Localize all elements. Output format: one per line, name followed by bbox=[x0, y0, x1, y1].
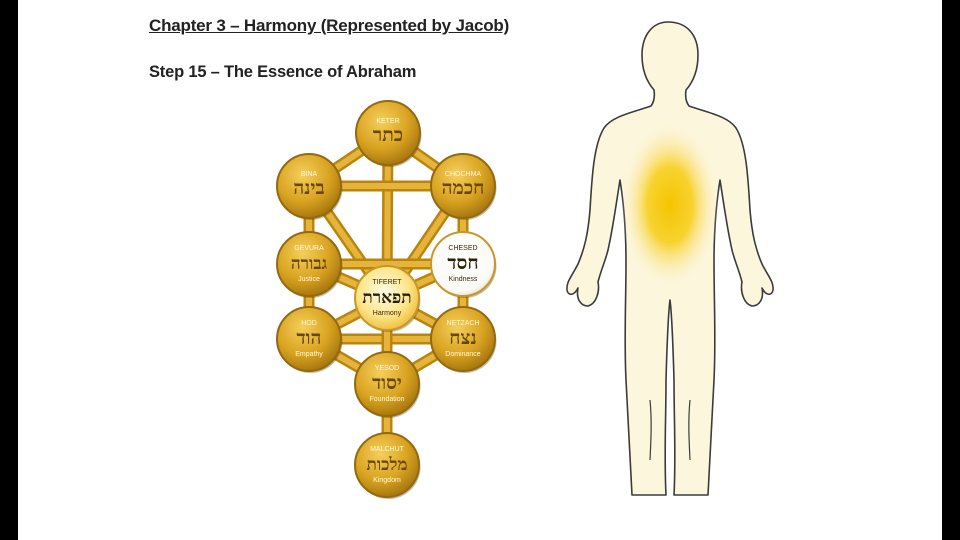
sefira-name: NETZACH bbox=[446, 320, 479, 327]
sefira-name: MALCHUT bbox=[370, 446, 405, 453]
sefira-circle bbox=[355, 100, 421, 166]
sefira-meaning: Kindness bbox=[449, 276, 478, 283]
chapter-title: Chapter 3 – Harmony (Represented by Jaco… bbox=[149, 16, 510, 35]
sefira-circle bbox=[276, 231, 342, 297]
slide: Chapter 3 – Harmony (Represented by Jaco… bbox=[18, 0, 942, 540]
sefira-meaning: Empathy bbox=[295, 351, 323, 358]
sefira-tiferet: TIFERET תפארת Harmony bbox=[354, 265, 421, 332]
tree-of-life-diagram: KETERכתרBINAבינהCHOCHMAחכמהGEVURAגבורהJu… bbox=[276, 21, 774, 499]
sefira-circle bbox=[430, 306, 496, 372]
sefira-meaning: Harmony bbox=[373, 310, 402, 317]
step-title: Step 15 – The Essence of Abraham bbox=[149, 63, 417, 81]
sefira-name: CHESED bbox=[448, 245, 477, 252]
sefira-name: CHOCHMA bbox=[445, 171, 481, 178]
sefira-circle bbox=[354, 432, 420, 498]
sefira-circle bbox=[354, 351, 420, 417]
sefira-circle bbox=[430, 231, 496, 297]
sefira-name: HOD bbox=[301, 320, 317, 327]
sefira-name: KETER bbox=[376, 118, 399, 125]
sefira-meaning: Dominance bbox=[445, 351, 481, 358]
sefira-hebrew: חסד bbox=[447, 252, 478, 274]
human-body-figure bbox=[566, 21, 774, 496]
sefira-name: YESOD bbox=[375, 365, 400, 372]
sefira-meaning: Foundation bbox=[369, 396, 404, 403]
sefira-gevura: GEVURA גבורה Justice bbox=[276, 231, 343, 298]
sefira-circle bbox=[276, 153, 342, 219]
sefira-hebrew: תפארת bbox=[362, 288, 411, 308]
sefira-meaning: Justice bbox=[298, 276, 320, 283]
tree-nodes: KETERכתרBINAבינהCHOCHMAחכמהGEVURAגבורהJu… bbox=[276, 100, 497, 499]
sefira-hebrew: נצח bbox=[449, 327, 476, 349]
sefira-hebrew: הוד bbox=[297, 327, 322, 349]
sefira-circle bbox=[430, 153, 496, 219]
sefira-hebrew: כתר bbox=[373, 124, 403, 146]
sefira-hebrew: יסוד bbox=[372, 372, 402, 394]
body-left-leg-line bbox=[649, 399, 652, 461]
solar-plexus-glow bbox=[620, 121, 720, 289]
sefira-hebrew: חכמה bbox=[442, 177, 485, 199]
sefira-malchut: MALCHUT מלכות Kingdom bbox=[354, 432, 421, 499]
sefira-circle bbox=[276, 306, 342, 372]
body-right-leg-line bbox=[688, 399, 691, 461]
sefira-hebrew: גבורה bbox=[291, 254, 328, 274]
sefira-hebrew: בינה bbox=[293, 177, 324, 199]
sefira-name: GEVURA bbox=[294, 245, 324, 252]
sefira-name: BINA bbox=[301, 171, 318, 178]
sefira-circle bbox=[354, 265, 420, 331]
sefira-meaning: Kingdom bbox=[373, 477, 401, 484]
sefira-name: TIFERET bbox=[372, 279, 402, 286]
sefira-hebrew: מלכות bbox=[366, 455, 407, 475]
